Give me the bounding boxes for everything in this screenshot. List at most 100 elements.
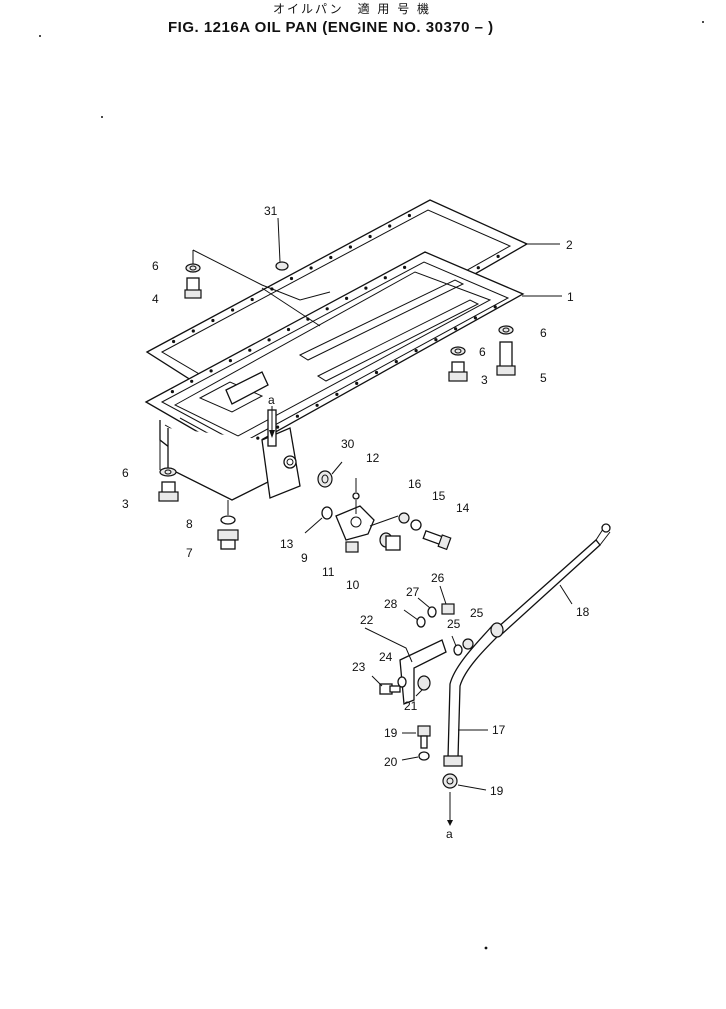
bolt-hole [403,265,407,269]
bolt-hole [414,349,418,353]
bolt-27 [441,603,455,615]
bolt-hole [295,414,299,418]
callout-7: 7 [186,546,193,560]
bolt-hole [325,307,329,311]
bolt-14 [422,529,452,551]
bolt-hole [315,403,319,407]
callout-13: 13 [280,537,294,551]
bolt-hole [394,360,398,364]
figure-title: FIG. 1216A OIL PAN (ENGINE NO. 30370 – ) [168,19,494,36]
oring-13 [321,506,333,520]
callout-25-right: 25 [447,617,461,631]
washer-6-lower [159,467,177,477]
guide-tube-17 [443,622,504,767]
bolt-hole [250,297,254,302]
callout-14: 14 [456,501,470,515]
washer-6-top [185,263,201,273]
callout-25-left: 24 [379,650,393,664]
bolt-hole [228,359,232,363]
japanese-title: オイルパン 適 用 号 機 [273,1,431,16]
callout-12: 12 [366,451,380,465]
plug-10 [379,532,401,551]
callout-21: 20 [384,755,398,769]
callout-30: 30 [341,437,355,451]
bolt-hole [309,266,313,270]
washer-25-right [453,644,463,656]
callout-16: 16 [408,477,422,491]
callout-11: 11 [322,565,335,579]
bolt-20 [417,725,431,749]
bolt-hole [231,308,235,312]
callout-23: 21 [404,699,418,713]
bolt-hole [289,276,294,281]
bolt-3-left [158,481,179,502]
bolt-hole [170,390,174,394]
bolt-hole [345,296,349,300]
bolt-hole [190,379,194,383]
nut-19 [442,773,458,789]
callout-17: 17 [492,723,506,737]
bolt-5 [496,341,516,376]
bolt-hole [211,318,215,323]
bolt-hole [454,327,458,331]
callout-6-lower: 6 [122,466,129,480]
washer-28 [427,606,437,618]
bolt-hole [335,392,339,396]
bolt-3-right [448,361,468,382]
callout-8: 8 [186,517,193,531]
washer-6-right [498,325,514,335]
washer-21 [418,751,430,761]
bolt-hole [256,436,260,440]
bolt-hole [286,327,291,332]
callout-27: 26 [431,571,445,585]
washer-29 [416,616,426,628]
callout-6-right: 6 [540,326,547,340]
callout-19: 19 [490,784,504,798]
callout-9: 9 [301,551,308,565]
callout-20: 19 [384,726,398,740]
flange-9 [335,505,375,541]
callout-29: 28 [384,597,398,611]
bolt-hole [364,286,368,290]
bolt-hole [434,338,438,342]
bolt-hole [368,234,372,239]
bolt-hole [191,329,195,333]
bolt-4 [184,277,202,299]
washer-31 [275,261,289,271]
callout-5: 5 [540,371,547,385]
bolt-hole [383,276,387,280]
bolt-hole [172,339,176,344]
bolt-hole [329,255,333,260]
washer-16 [398,512,410,524]
clip-23 [417,675,431,691]
oil-pan-part-1 [144,251,525,501]
callout-3-left: 3 [122,497,129,511]
bolt-hole [355,381,359,385]
bolt-hole [496,254,500,258]
bolt-hole [374,370,379,375]
bolt-hole [473,316,477,320]
bolt-hole [388,224,392,228]
washer-15 [410,519,422,531]
callout-a-bottom: a [446,827,453,841]
drain-plug-7 [217,529,239,550]
plug-30 [317,470,333,488]
washer-6-mid [450,346,466,356]
bolt-24 [379,683,401,695]
callout-26: 25 [470,606,484,620]
bracket-22 [399,639,447,705]
washer-25-left [397,676,407,688]
callout-6-mid: 6 [479,345,486,359]
bolt-hole [209,369,213,373]
callout-10: 10 [346,578,360,592]
nut-26 [462,638,474,650]
dipstick-18 [496,523,611,635]
callout-6-top: 6 [152,259,159,273]
bolt-hole [276,425,280,429]
bolt-hole [248,348,252,352]
bolt-hole [476,266,480,270]
callout-15: 15 [432,489,446,503]
callout-28: 27 [406,585,420,599]
callout-3-right: 3 [481,373,488,387]
